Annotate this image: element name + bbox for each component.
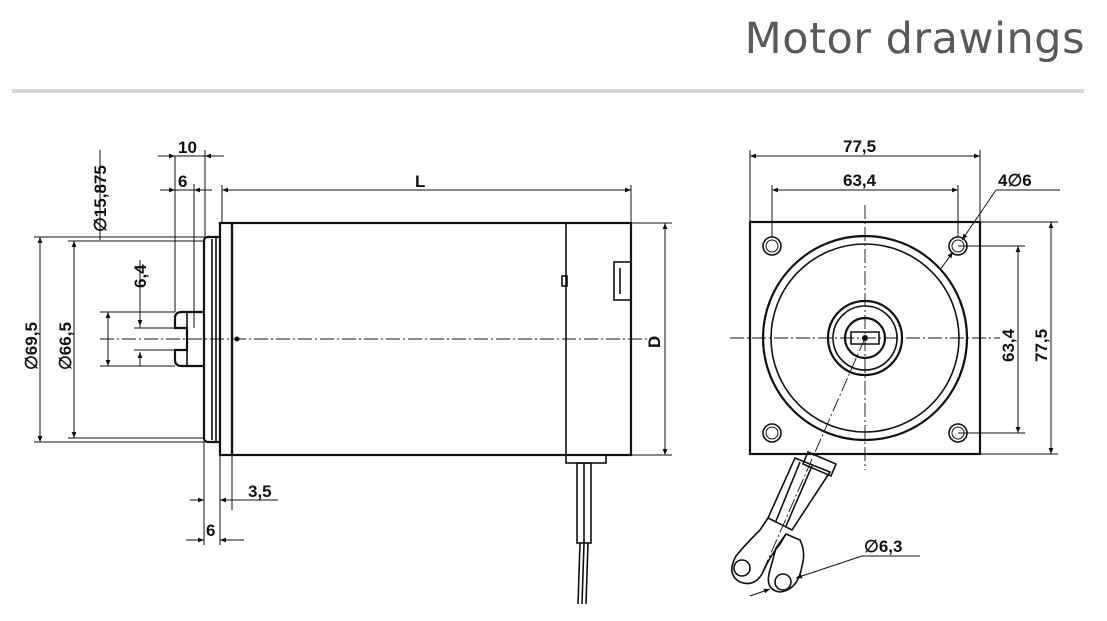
svg-text:∅66,5: ∅66,5	[56, 322, 75, 370]
terminal-cable	[731, 337, 866, 593]
dim-pilot-depth: 3,5	[248, 482, 272, 501]
pilot-ring	[202, 235, 220, 444]
dim-terminal-diameter: 6,3	[879, 537, 903, 556]
dim-hole-count: 4	[998, 171, 1008, 190]
hole-spec: 4∅6	[998, 171, 1032, 190]
dim-hole-spacing-h: 63,4	[843, 171, 877, 190]
dim-shaft-diameter: 15,875	[91, 165, 110, 217]
header-rule	[12, 89, 1084, 93]
dim-overall-width: 77,5	[843, 137, 876, 156]
terminal-spec: ∅6,3	[864, 537, 902, 556]
svg-text:∅15,875: ∅15,875	[91, 165, 110, 232]
front-view: 77,5 63,4 4∅6 63,4 77,5 ∅6,3	[730, 137, 1060, 597]
dim-inner-diameter: 66,5	[56, 322, 75, 355]
dim-key-height: 6,4	[131, 264, 150, 288]
shaft	[173, 310, 204, 368]
dim-key-width: 6	[178, 172, 187, 191]
diameter-symbol: ∅	[91, 217, 110, 232]
svg-text:∅69,5: ∅69,5	[22, 322, 41, 370]
dim-overall-height: 77,5	[1032, 329, 1051, 362]
side-view: 10 6 L ∅15,875 6,4	[22, 138, 672, 605]
dim-flange-width: 10	[178, 138, 197, 157]
dim-body-diameter: D	[645, 336, 664, 348]
dim-outer-diameter: 69,5	[22, 322, 41, 355]
dim-length: L	[415, 172, 425, 191]
cable-wires	[577, 542, 589, 605]
page-header: Motor drawings	[0, 0, 1107, 96]
shaft-key	[850, 331, 880, 345]
dim-hole-diameter: 6	[1022, 171, 1031, 190]
page-title: Motor drawings	[744, 14, 1085, 64]
end-cap-connector	[613, 261, 632, 301]
cable-gland	[565, 454, 607, 464]
dim-hole-spacing-v: 63,4	[999, 328, 1018, 362]
dim-flange-thickness: 6	[206, 521, 215, 540]
